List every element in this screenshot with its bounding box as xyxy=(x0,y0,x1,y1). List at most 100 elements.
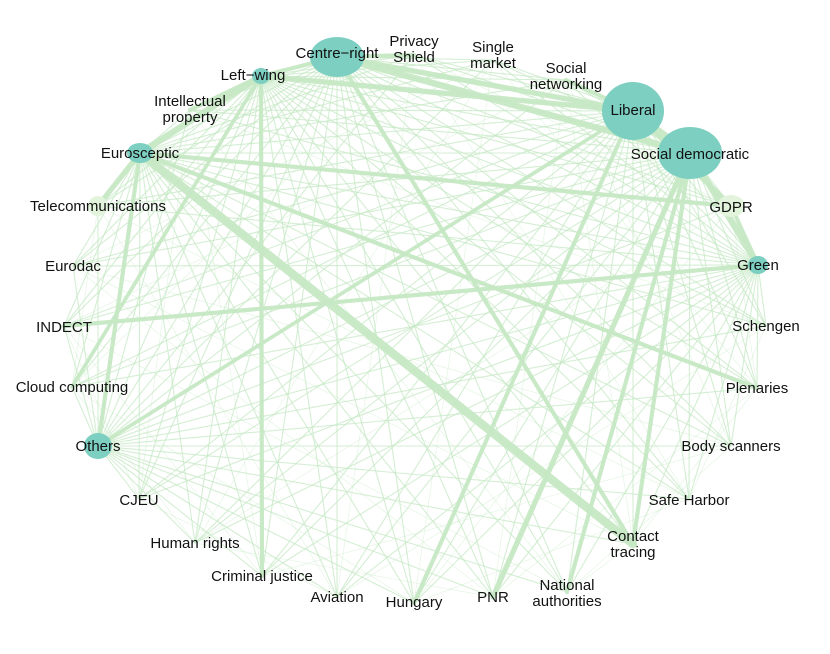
label-cloud-computing: Cloud computing xyxy=(16,379,129,396)
edge-green-telecommunications xyxy=(97,205,759,266)
node-green xyxy=(748,256,768,274)
label-telecommunications: Telecommunications xyxy=(30,198,166,215)
edge-gdpr-plenaries xyxy=(730,205,758,389)
label-social-democratic: Social democratic xyxy=(631,146,750,163)
node-liberal xyxy=(602,82,664,140)
label-eurodac: Eurodac xyxy=(45,258,101,275)
edge-green-human_rights xyxy=(194,264,759,544)
edge-liberal-pnr xyxy=(492,110,634,598)
edge-green-intellectual_property xyxy=(189,109,759,266)
edge-telecommunications-aviation xyxy=(97,205,338,598)
edge-eurosceptic-indect xyxy=(63,152,141,327)
strong-edge-social_democratic-contact_tracing xyxy=(630,150,693,547)
node-layer xyxy=(84,37,768,459)
edge-others-contact_tracing xyxy=(97,445,634,545)
edge-others-social_networking xyxy=(97,79,567,447)
edge-eurosceptic-pnr xyxy=(139,152,494,598)
edge-layer xyxy=(61,52,767,606)
edge-liberal-plenaries xyxy=(632,110,758,389)
edge-green-hungary xyxy=(413,264,759,604)
node-telecommunications xyxy=(88,196,108,216)
edge-green-pnr xyxy=(492,264,759,598)
edge-green-social_networking xyxy=(565,79,759,266)
strong-edge-social_democratic-pnr xyxy=(490,150,693,600)
node-social-democratic xyxy=(658,127,722,179)
strong-edge-social_democratic-national_authorities xyxy=(564,150,693,595)
edge-single_market-eurodac xyxy=(72,59,494,267)
label-body-scanners: Body scanners xyxy=(681,438,780,455)
node-gdpr xyxy=(717,195,745,217)
edge-others-single_market xyxy=(97,59,494,447)
strong-edge-green-indect xyxy=(61,262,761,329)
edge-social_democratic-indect xyxy=(63,152,691,327)
edge-social_democratic-safe_harbor xyxy=(688,152,691,500)
strong-edge-centre_right-liberal xyxy=(334,54,636,114)
edge-centre_right-pnr xyxy=(336,56,494,598)
label-line: Shield xyxy=(393,49,435,66)
edge-intellectual_property-national_authorities xyxy=(189,109,568,593)
edge-social_democratic-hungary xyxy=(413,152,691,604)
edge-social_democratic-eurodac xyxy=(72,152,691,267)
edge-green-eurodac xyxy=(72,264,759,267)
strong-edge-eurosceptic-gdpr xyxy=(137,150,734,209)
edge-left_wing-national_authorities xyxy=(260,75,568,593)
edge-green-body_scanners xyxy=(730,264,759,447)
edge-green-cjeu xyxy=(138,264,759,500)
edge-others-national_authorities xyxy=(97,445,568,593)
edge-liberal-cjeu xyxy=(138,110,634,500)
edge-others-privacy_shield xyxy=(97,54,415,447)
edge-cjeu-aviation xyxy=(138,498,338,598)
label-left-wing: Left−wing xyxy=(221,67,286,84)
label-others: Others xyxy=(75,438,120,455)
edge-left_wing-green xyxy=(260,75,759,266)
edge-green-privacy_shield xyxy=(413,54,759,266)
edge-others-indect xyxy=(63,325,99,447)
edge-left_wing-gdpr xyxy=(260,75,732,207)
strong-edge-eurosceptic-contact_tracing xyxy=(135,148,638,549)
label-hungary: Hungary xyxy=(386,594,443,611)
label-safe-harbor: Safe Harbor xyxy=(649,492,730,509)
strong-edge-left_wing-cloud_computing xyxy=(70,74,263,389)
label-schengen: Schengen xyxy=(732,318,800,335)
edge-eurosceptic-green xyxy=(139,152,759,266)
edge-privacy_shield-safe_harbor xyxy=(413,54,690,500)
node-centre-right xyxy=(310,37,364,77)
label-cjeu: CJEU xyxy=(119,492,158,509)
edge-indect-criminal_justice xyxy=(63,325,263,577)
edge-safe_harbor-hungary xyxy=(413,498,690,604)
edge-green-schengen xyxy=(757,264,767,327)
label-line: Single xyxy=(472,39,514,56)
edge-social_networking-body_scanners xyxy=(565,79,732,447)
node-left-wing xyxy=(252,68,270,84)
edge-left_wing-contact_tracing xyxy=(260,75,634,545)
strong-edge-eurosceptic-others xyxy=(95,150,143,449)
label-liberal: Liberal xyxy=(610,102,655,119)
edge-centre_right-plenaries xyxy=(336,56,758,389)
label-line: Privacy xyxy=(389,33,439,50)
edge-green-contact_tracing xyxy=(632,264,759,545)
edge-others-criminal_justice xyxy=(97,445,263,577)
edge-others-plenaries xyxy=(97,387,758,447)
edge-eurodac-pnr xyxy=(72,265,494,598)
edge-green-plenaries xyxy=(756,264,759,389)
edge-centre_right-hungary xyxy=(336,56,415,604)
edge-left_wing-body_scanners xyxy=(260,75,732,447)
edge-eurosceptic-privacy_shield xyxy=(139,54,415,154)
edge-intellectual_property-cjeu xyxy=(138,109,191,500)
edge-others-gdpr xyxy=(97,205,732,447)
label-line: Intellectual xyxy=(154,93,226,110)
edge-green-criminal_justice xyxy=(261,264,759,577)
label-gdpr: GDPR xyxy=(709,199,753,216)
edge-telecommunications-cloud_computing xyxy=(71,205,99,388)
label-green: Green xyxy=(737,257,779,274)
edge-plenaries-contact_tracing xyxy=(632,387,758,545)
edge-cloud_computing-human_rights xyxy=(71,386,196,544)
label-criminal-justice: Criminal justice xyxy=(211,568,313,585)
label-line: National xyxy=(539,577,594,594)
